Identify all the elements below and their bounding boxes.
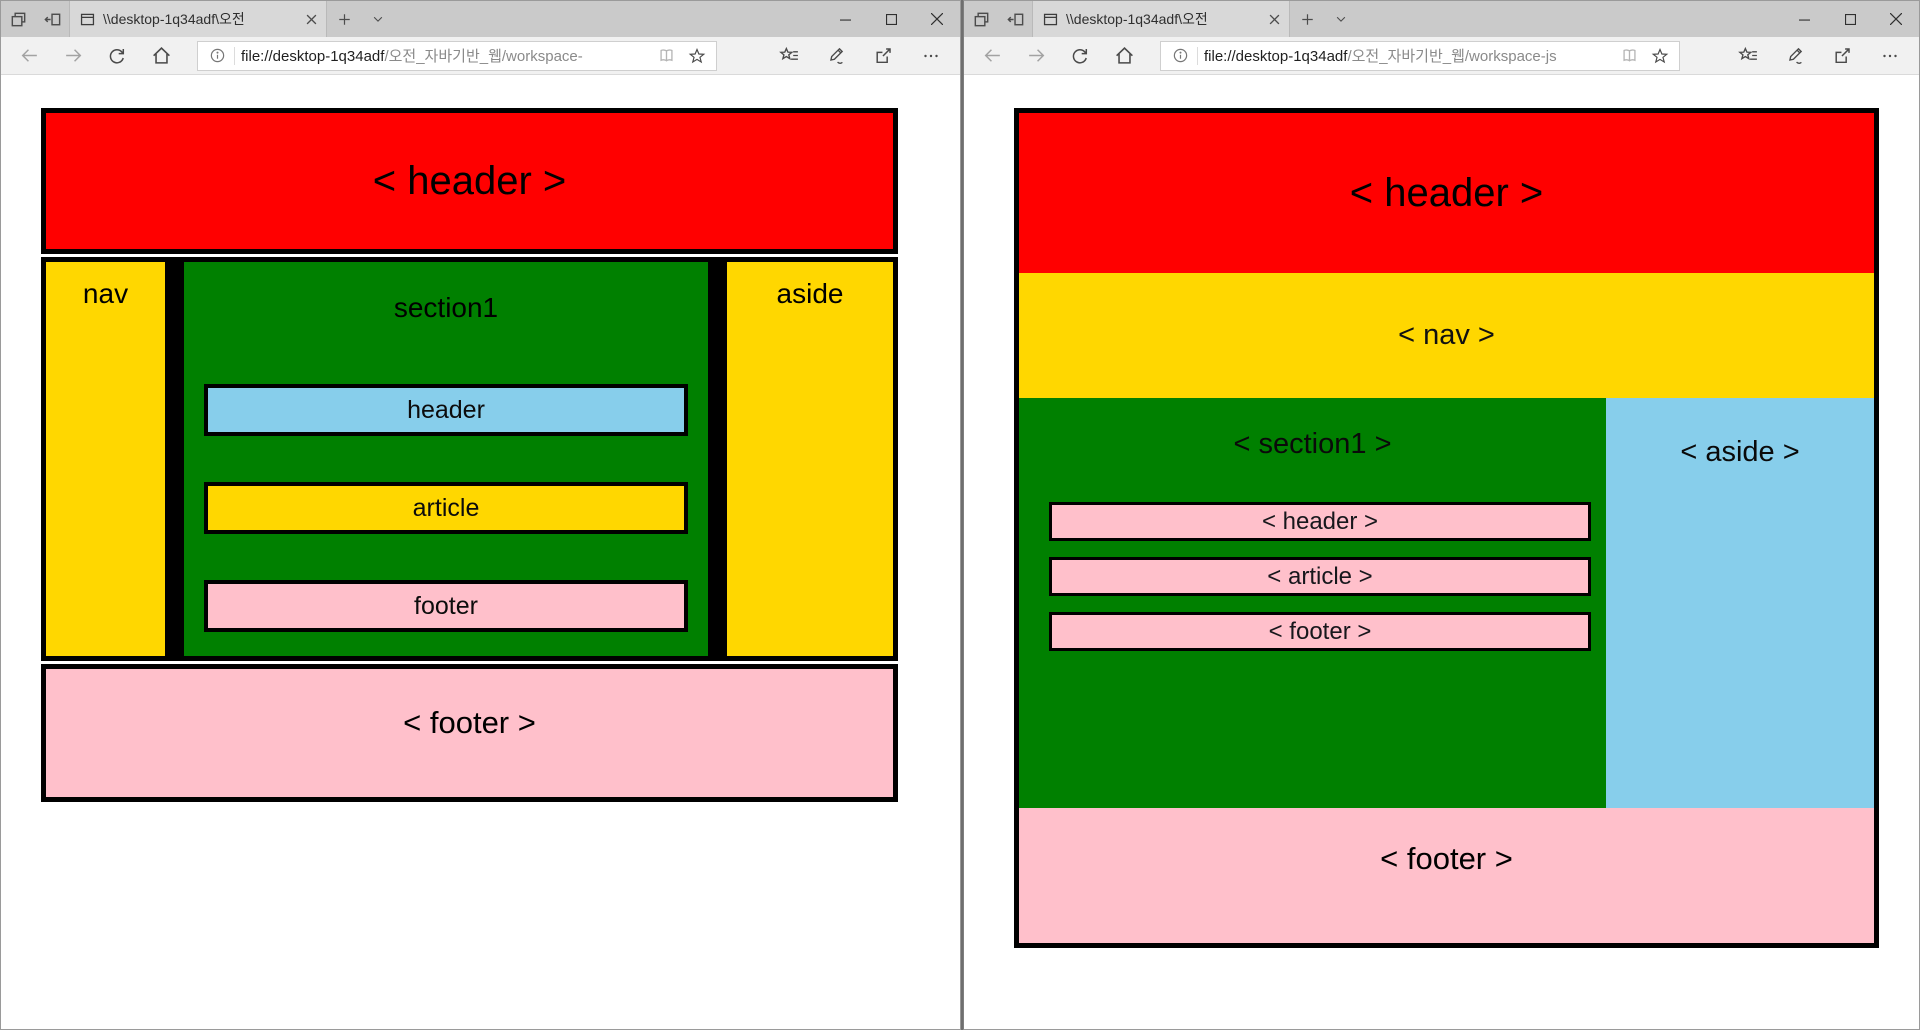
page-middle-row: nav section1 header article footer aside [41, 257, 898, 661]
tab-preview-chevron-icon[interactable] [361, 1, 395, 37]
page-header-box: < header > [41, 108, 898, 254]
minimize-button[interactable] [1781, 1, 1827, 37]
minimize-button[interactable] [822, 1, 868, 37]
more-options-icon[interactable] [1866, 37, 1913, 75]
info-icon[interactable] [204, 47, 231, 64]
set-tabs-aside-icon[interactable] [35, 1, 69, 37]
layout-demo-page: < header > nav section1 header article f… [41, 108, 898, 802]
tabs-preview-icon[interactable] [964, 1, 998, 37]
tab-bar-right: \\desktop-1q34adf\오전 [964, 1, 1919, 37]
back-button[interactable] [970, 37, 1014, 75]
page-header-box: < header > [1019, 113, 1874, 273]
page-aside-box: aside [722, 257, 898, 661]
new-tab-button[interactable] [1290, 1, 1324, 37]
toolbar-left: file://desktop-1q34adf/오전_자바기반_웹/workspa… [1, 37, 960, 75]
tab-bar-left: \\desktop-1q34adf\오전 [1, 1, 960, 37]
url-text: file://desktop-1q34adf/오전_자바기반_웹/workspa… [1204, 45, 1612, 66]
forward-button[interactable] [51, 37, 95, 75]
layout-demo-page: < header > < nav > < section1 > < header… [1014, 108, 1879, 948]
url-host: file://desktop-1q34adf [241, 48, 385, 65]
inner-article-box: article [204, 482, 688, 534]
info-icon[interactable] [1167, 47, 1194, 64]
web-note-icon[interactable] [1772, 37, 1819, 75]
divider [234, 46, 235, 65]
url-path: /오전_자바기반_웹/workspace-js [1347, 48, 1557, 65]
web-note-icon[interactable] [813, 37, 860, 75]
close-button[interactable] [914, 1, 960, 37]
close-button[interactable] [1873, 1, 1919, 37]
browser-window-right: \\desktop-1q34adf\오전 [963, 0, 1920, 1030]
reading-view-icon[interactable] [1612, 46, 1647, 65]
tab-close-icon[interactable] [1269, 14, 1280, 25]
inner-header-box: header [204, 384, 688, 436]
page-nav-box: nav [41, 257, 170, 661]
address-bar[interactable]: file://desktop-1q34adf/오전_자바기반_웹/workspa… [1160, 40, 1680, 71]
toolbar-right: file://desktop-1q34adf/오전_자바기반_웹/workspa… [964, 37, 1919, 75]
inner-header-box: < header > [1049, 502, 1591, 541]
forward-button[interactable] [1014, 37, 1058, 75]
page-icon [1042, 11, 1059, 28]
page-section1-box: section1 header article footer [179, 257, 713, 661]
address-bar[interactable]: file://desktop-1q34adf/오전_자바기반_웹/workspa… [197, 40, 717, 71]
share-icon[interactable] [1819, 37, 1866, 75]
hub-icon[interactable] [766, 37, 813, 75]
url-host: file://desktop-1q34adf [1204, 48, 1348, 65]
tab-preview-chevron-icon[interactable] [1324, 1, 1358, 37]
page-content-left: < header > nav section1 header article f… [1, 75, 960, 1029]
inner-article-box: < article > [1049, 557, 1591, 596]
tab-title: \\desktop-1q34adf\오전 [1066, 11, 1208, 27]
page-middle-row: < section1 > < header > < article > < fo… [1019, 398, 1874, 808]
favorite-star-icon[interactable] [1647, 47, 1673, 65]
tab-close-icon[interactable] [306, 14, 317, 25]
page-content-right: < header > < nav > < section1 > < header… [964, 75, 1919, 1029]
reading-view-icon[interactable] [649, 46, 684, 65]
tabs-preview-icon[interactable] [1, 1, 35, 37]
browser-window-left: \\desktop-1q34adf\오전 [0, 0, 961, 1030]
new-tab-button[interactable] [327, 1, 361, 37]
page-aside-box: < aside > [1606, 398, 1874, 808]
hub-icon[interactable] [1725, 37, 1772, 75]
favorite-star-icon[interactable] [684, 47, 710, 65]
page-nav-box: < nav > [1019, 273, 1874, 398]
more-options-icon[interactable] [907, 37, 954, 75]
inner-footer-box: footer [204, 580, 688, 632]
url-path: /오전_자바기반_웹/workspace- [384, 48, 583, 65]
refresh-button[interactable] [95, 37, 139, 75]
section1-label: section1 [393, 292, 499, 323]
set-tabs-aside-icon[interactable] [998, 1, 1032, 37]
home-button[interactable] [1102, 37, 1146, 75]
tab-title: \\desktop-1q34adf\오전 [103, 11, 245, 27]
refresh-button[interactable] [1058, 37, 1102, 75]
maximize-button[interactable] [1827, 1, 1873, 37]
section1-label: < section1 > [1233, 428, 1392, 460]
inner-footer-box: < footer > [1049, 612, 1591, 651]
browser-tab-left[interactable]: \\desktop-1q34adf\오전 [69, 1, 327, 37]
page-section1-box: < section1 > < header > < article > < fo… [1019, 398, 1606, 808]
home-button[interactable] [139, 37, 183, 75]
back-button[interactable] [7, 37, 51, 75]
url-text: file://desktop-1q34adf/오전_자바기반_웹/workspa… [241, 45, 649, 66]
share-icon[interactable] [860, 37, 907, 75]
page-footer-box: < footer > [1019, 808, 1874, 943]
maximize-button[interactable] [868, 1, 914, 37]
page-icon [79, 11, 96, 28]
page-footer-box: < footer > [41, 664, 898, 802]
divider [1197, 46, 1198, 65]
browser-tab-right[interactable]: \\desktop-1q34adf\오전 [1032, 1, 1290, 37]
